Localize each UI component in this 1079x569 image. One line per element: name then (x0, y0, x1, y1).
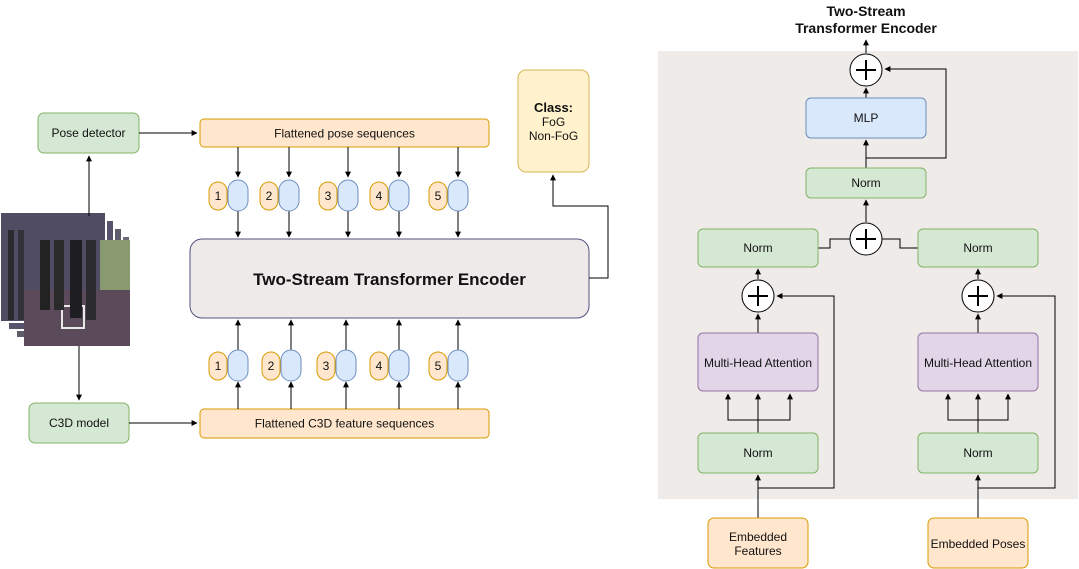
flattened-c3d-box (199, 408, 490, 439)
mha-left-box (697, 332, 819, 392)
embedded-features-box (707, 517, 809, 569)
add-icon-top (849, 53, 883, 87)
embedded-poses-label: Embedded Poses (931, 537, 1026, 551)
flattened-pose-label: Flattened pose sequences (274, 127, 415, 141)
mlp-box (805, 97, 927, 139)
encoder-to-class-arrow (550, 174, 609, 279)
feature-token-5: 5 (435, 359, 442, 373)
class-option-fog: FoG (542, 115, 565, 129)
pose-token-row (208, 147, 469, 238)
pose-token-1: 1 (215, 189, 222, 203)
encoder-label: Two-Stream Transformer Encoder (253, 270, 526, 289)
add-icon-merge (849, 222, 883, 256)
pose-token-5: 5 (435, 189, 442, 203)
left-norm-to-merge-line (818, 238, 850, 249)
class-option-nonfog: Non-FoG (529, 129, 578, 143)
norm-left-lower-label: Norm (743, 446, 772, 460)
mha-right-box (917, 332, 1039, 392)
norm-right-upper-box (917, 228, 1039, 268)
pose-detector-label: Pose detector (51, 126, 125, 140)
add-icon-right (961, 279, 995, 313)
right-qkv-arrows (945, 393, 1011, 433)
norm-left-upper-label: Norm (743, 241, 772, 255)
video-frames-image (0, 211, 131, 347)
mha-right-label: Multi-Head Attention (924, 356, 1032, 370)
norm-top-box (805, 167, 927, 199)
flattened-c3d-label: Flattened C3D feature sequences (255, 417, 434, 431)
class-box (517, 69, 590, 173)
norm-top-label: Norm (851, 176, 880, 190)
feature-token-3: 3 (323, 359, 330, 373)
c3d-model-label: C3D model (49, 416, 109, 430)
right-residual-arrow (978, 293, 1056, 489)
norm-right-lower-label: Norm (963, 446, 992, 460)
embedded-poses-box (927, 517, 1029, 569)
mha-left-label: Multi-Head Attention (704, 356, 812, 370)
norm-right-lower-box (917, 432, 1039, 474)
mlp-residual-arrow (866, 66, 947, 159)
panel-title-line1: Two-Stream (826, 3, 905, 19)
embedded-features-line1: Embedded (729, 530, 787, 544)
pose-token-3: 3 (325, 189, 332, 203)
feature-token-1: 1 (215, 359, 222, 373)
left-residual-arrow (758, 293, 835, 489)
norm-left-lower-box (697, 432, 819, 474)
norm-left-upper-box (697, 228, 819, 268)
panel-title-line2: Transformer Encoder (795, 20, 937, 36)
mlp-label: MLP (854, 111, 879, 125)
pose-token-2: 2 (266, 189, 273, 203)
feature-token-4: 4 (376, 359, 383, 373)
left-qkv-arrows (725, 393, 793, 433)
feature-token-row (208, 319, 469, 409)
embedded-features-line2: Features (734, 544, 781, 558)
class-title: Class: (534, 100, 573, 115)
flattened-pose-box (199, 118, 490, 148)
feature-token-2: 2 (268, 359, 275, 373)
right-norm-to-merge-line (882, 238, 918, 249)
norm-right-upper-label: Norm (963, 241, 992, 255)
pose-token-4: 4 (376, 189, 383, 203)
add-icon-left (741, 279, 775, 313)
